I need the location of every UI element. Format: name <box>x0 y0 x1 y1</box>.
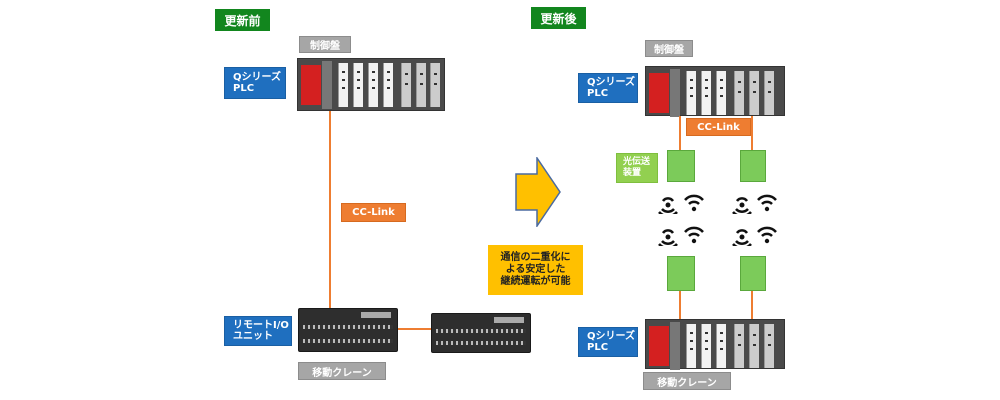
plc-cpu-module <box>649 73 669 113</box>
wireless-signal-icon <box>732 229 752 246</box>
before-plc-label: Qシリーズ PLC <box>224 67 286 99</box>
plc-io-module <box>701 71 711 115</box>
after-plc-bottom-label-line2: PLC <box>587 342 609 353</box>
optical-transmitter-label-line1: 光伝送 <box>623 157 651 167</box>
plc-cpu-module <box>649 326 669 366</box>
plc-io-module <box>764 71 774 115</box>
after-panel-label: 制御盤 <box>645 40 693 57</box>
after-top-link-cable-1 <box>679 116 681 150</box>
before-plc-unit <box>297 58 445 111</box>
plc-io-module <box>749 324 759 368</box>
plc-io-module <box>430 63 440 107</box>
before-crane-label: 移動クレーン <box>298 362 386 380</box>
plc-power-module <box>670 322 680 370</box>
wifi-icon <box>757 226 777 244</box>
redundancy-note: 通信の二重化に よる安定した 継続運転が可能 <box>488 245 583 295</box>
before-cc-link-label: CC-Link <box>341 203 406 222</box>
remote-io-unit <box>298 308 398 352</box>
plc-io-module <box>749 71 759 115</box>
wifi-icon <box>757 194 777 212</box>
before-panel-label: 制御盤 <box>299 36 351 53</box>
after-plc-top-unit <box>645 66 785 117</box>
plc-power-module <box>322 61 332 109</box>
optical-transmitter-label: 光伝送 装置 <box>616 153 658 183</box>
redundancy-note-line3: 継続運転が可能 <box>500 276 571 287</box>
plc-io-module <box>764 324 774 368</box>
before-cc-link-cable <box>329 111 331 321</box>
after-crane-label: 移動クレーン <box>643 372 731 390</box>
after-title: 更新後 <box>531 7 586 29</box>
wifi-icon <box>684 194 704 212</box>
plc-io-module <box>368 63 378 107</box>
plc-io-module <box>686 324 696 368</box>
plc-io-module <box>383 63 393 107</box>
plc-io-module <box>734 324 744 368</box>
wireless-signal-icon <box>732 197 752 214</box>
before-remote-io-label: リモートI/O ユニット <box>224 316 292 346</box>
plc-io-module <box>716 324 726 368</box>
after-top-link-cable-2 <box>751 116 753 150</box>
before-title: 更新前 <box>215 9 270 31</box>
after-plc-bottom-unit <box>645 319 785 370</box>
after-bottom-link-cable-2 <box>751 291 753 321</box>
after-plc-top-label-line2: PLC <box>587 88 609 99</box>
plc-io-module <box>734 71 744 115</box>
plc-io-module <box>701 324 711 368</box>
after-plc-bottom-label: Qシリーズ PLC <box>578 327 638 357</box>
before-unit-link-cable <box>398 328 432 330</box>
plc-io-module <box>716 71 726 115</box>
optical-transmitter-label-line2: 装置 <box>623 168 642 178</box>
after-bottom-link-cable-1 <box>679 291 681 321</box>
after-plc-top-label: Qシリーズ PLC <box>578 73 638 103</box>
plc-io-module <box>686 71 696 115</box>
after-plc-top-label-line1: Qシリーズ <box>587 77 636 88</box>
optical-transmitter-bottom-1 <box>667 256 695 291</box>
plc-cpu-module <box>301 65 321 105</box>
arrow-right-icon <box>515 157 561 227</box>
redundancy-note-line2: よる安定した <box>505 264 566 275</box>
plc-io-module <box>416 63 426 107</box>
wireless-signal-icon <box>658 197 678 214</box>
plc-io-module <box>338 63 348 107</box>
wifi-icon <box>684 226 704 244</box>
wireless-signal-icon <box>658 229 678 246</box>
before-remote-io-label-line1: リモートI/O <box>233 320 289 331</box>
plc-io-module <box>353 63 363 107</box>
before-plc-label-line2: PLC <box>233 83 255 94</box>
remote-io-unit <box>431 313 531 353</box>
optical-transmitter-bottom-2 <box>740 256 766 291</box>
redundancy-note-line1: 通信の二重化に <box>500 252 571 263</box>
optical-transmitter-top-1 <box>667 150 695 182</box>
after-cc-link-label: CC-Link <box>686 118 751 136</box>
after-plc-bottom-label-line1: Qシリーズ <box>587 331 636 342</box>
before-plc-label-line1: Qシリーズ <box>233 72 282 83</box>
plc-power-module <box>670 69 680 117</box>
before-remote-io-label-line2: ユニット <box>233 331 273 342</box>
optical-transmitter-top-2 <box>740 150 766 182</box>
plc-io-module <box>401 63 411 107</box>
